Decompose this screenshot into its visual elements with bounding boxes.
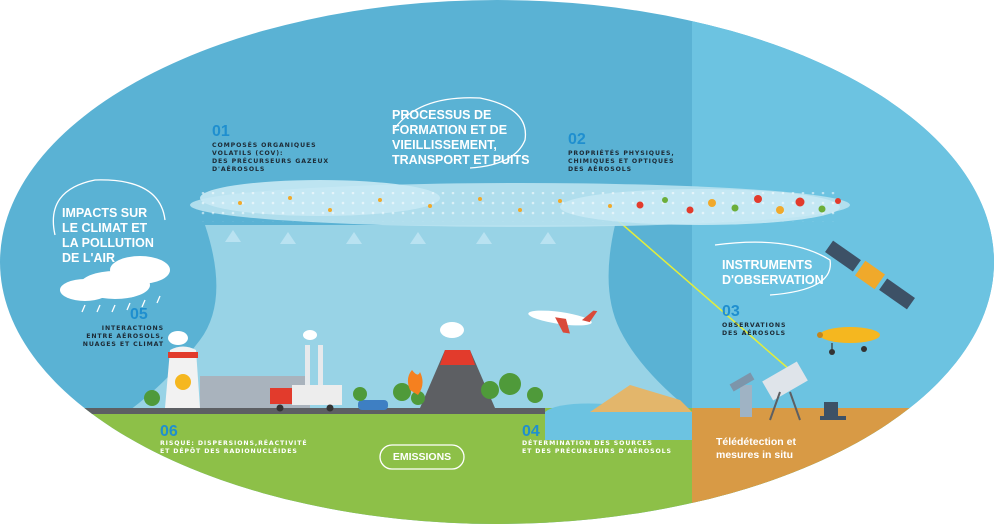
research-aircraft-icon (817, 327, 880, 355)
truck-icon (270, 385, 342, 412)
dunes (590, 385, 692, 412)
observation-ground (692, 408, 994, 524)
microscope-icon (820, 402, 846, 420)
trees (144, 373, 543, 406)
photometer-icon (729, 372, 755, 417)
item-06-number: 06 (160, 423, 178, 440)
item-01-number: 01 (212, 123, 230, 140)
lidar-beam (599, 204, 791, 371)
aerosol-cloud-band (190, 180, 850, 227)
road (0, 408, 545, 414)
emissions-pill (379, 444, 465, 470)
emissions-label: EMISSIONS (392, 451, 452, 463)
impacts-scribble (52, 179, 166, 236)
title-scribble (394, 97, 527, 169)
lidar-instrument-icon (762, 361, 808, 421)
satellite-icon (825, 240, 915, 310)
title-line-2: FORMATION ET DE (392, 123, 508, 137)
item-02-number: 02 (568, 131, 586, 148)
item-02-text: PROPRIÉTÉS PHYSIQUES,CHIMIQUES ET OPTIQU… (568, 150, 675, 173)
wildfire-icon (407, 370, 423, 395)
airliner-icon (528, 310, 598, 334)
title-line-1: PROCESSUS DE (392, 108, 492, 122)
volcano-icon (420, 322, 495, 408)
title-line-4: TRANSPORT ET PUITS (392, 153, 530, 167)
instruments-scribble (714, 241, 831, 296)
title-line-3: VIEILLISSEMENT, (392, 138, 497, 152)
water (545, 403, 692, 440)
item-04-number: 04 (522, 423, 540, 440)
rain-cloud-icon (60, 256, 170, 313)
item-03-number: 03 (722, 303, 740, 320)
process-title: PROCESSUS DE FORMATION ET DE VIEILLISSEM… (392, 108, 532, 168)
car-icon (358, 400, 388, 410)
nuclear-plant-icon (165, 331, 200, 408)
item-05-number: 05 (130, 306, 148, 323)
